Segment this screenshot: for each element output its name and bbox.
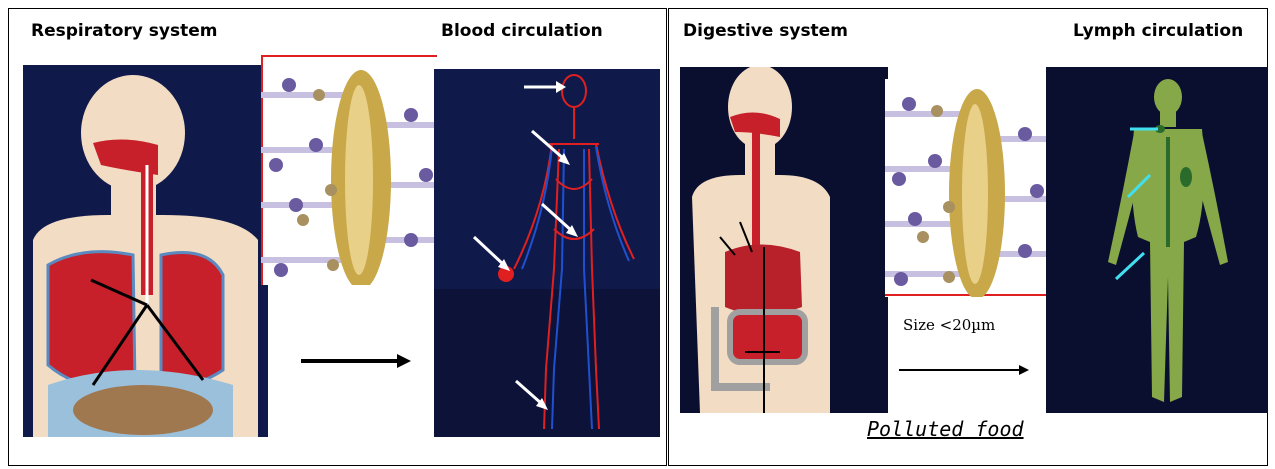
blood-circulation-label: Blood circulation xyxy=(441,21,603,41)
lymph-circulation-illustration xyxy=(1046,67,1268,413)
digestive-illustration xyxy=(680,67,888,413)
respiratory-illustration xyxy=(23,65,268,437)
respiratory-panel: Respiratory system Blood circulation xyxy=(8,8,667,466)
right-arrow-icon xyxy=(899,363,1029,377)
alveolar-filter-illustration xyxy=(261,55,437,285)
lymph-circulation-label: Lymph circulation xyxy=(1073,21,1243,41)
digestive-system-label: Digestive system xyxy=(683,21,848,41)
size-note: Size <20µm xyxy=(903,316,995,334)
respiratory-system-label: Respiratory system xyxy=(31,21,217,41)
polluted-food-caption: Polluted food xyxy=(867,417,1024,441)
intestinal-filter-illustration xyxy=(885,79,1049,297)
right-arrow-icon xyxy=(301,351,411,371)
blood-circulation-illustration xyxy=(434,69,660,437)
digestive-panel: Digestive system Lymph circulation xyxy=(668,8,1268,466)
